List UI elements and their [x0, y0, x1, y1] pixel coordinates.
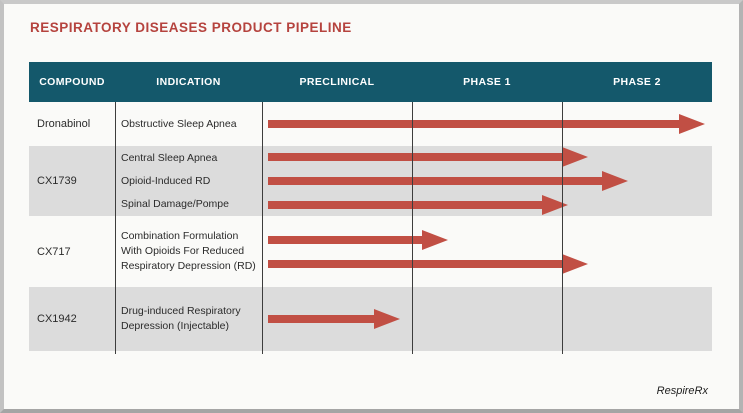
indication-text: Central Sleep Apnea	[121, 151, 218, 164]
column-divider	[412, 102, 413, 354]
progress-arrow	[268, 229, 448, 250]
pipeline-row: CX717 Combination Formulation With Opioid…	[29, 216, 712, 287]
page-title: RESPIRATORY DISEASES PRODUCT PIPELINE	[30, 20, 352, 35]
indication-text: Drug-induced Respiratory Depression (Inj…	[121, 305, 241, 332]
arrow-head	[601, 171, 628, 191]
arrow-head	[561, 253, 588, 274]
stage-area	[262, 216, 712, 287]
stage-area	[262, 146, 712, 216]
arrow-shaft	[268, 259, 562, 268]
arrow-head	[421, 229, 448, 250]
progress-arrow	[268, 195, 568, 215]
company-logo-text: RespireRx	[656, 385, 708, 397]
column-divider	[262, 102, 263, 354]
pipeline-row: Dronabinol Obstructive Sleep Apnea	[29, 102, 712, 146]
arrow-shaft	[268, 120, 679, 128]
compound-cell: CX1942	[37, 313, 77, 325]
indication-cell: Combination Formulation With Opioids For…	[115, 216, 262, 287]
stage-area	[262, 102, 712, 146]
indication-text: Opioid-Induced RD	[121, 174, 211, 187]
arrow-shaft	[268, 201, 542, 209]
arrow-head	[542, 195, 568, 215]
arrow-shaft	[268, 315, 375, 323]
column-divider	[115, 102, 116, 354]
indication-cell: Obstructive Sleep Apnea	[115, 102, 262, 146]
indication-text: Spinal Damage/Pompe	[121, 197, 229, 210]
arrow-shaft	[268, 177, 602, 185]
indication-text: Obstructive Sleep Apnea	[121, 117, 237, 130]
progress-arrow	[268, 309, 401, 329]
column-header-preclinical: PRECLINICAL	[299, 76, 375, 88]
arrow-head	[678, 114, 705, 134]
table-header-row: COMPOUND INDICATION PRECLINICAL PHASE 1 …	[29, 62, 712, 102]
column-header-phase1: PHASE 1	[463, 76, 511, 88]
progress-arrow	[268, 114, 705, 134]
arrow-head	[374, 309, 401, 329]
pipeline-table: COMPOUND INDICATION PRECLINICAL PHASE 1 …	[29, 62, 712, 357]
progress-arrow	[268, 171, 628, 191]
indication-text: Combination Formulation With Opioids For…	[121, 230, 256, 272]
progress-arrow	[268, 253, 588, 274]
compound-cell: Dronabinol	[37, 118, 91, 130]
compound-cell: CX717	[37, 245, 71, 258]
column-header-compound: COMPOUND	[39, 76, 105, 88]
arrow-shaft	[268, 153, 562, 161]
column-header-phase2: PHASE 2	[613, 76, 661, 88]
arrow-head	[561, 147, 588, 167]
indication-cell: Drug-induced Respiratory Depression (Inj…	[115, 287, 262, 351]
pipeline-row: CX1942 Drug-induced Respiratory Depressio…	[29, 287, 712, 351]
progress-arrow	[268, 147, 588, 167]
stage-area	[262, 287, 712, 351]
compound-cell: CX1739	[37, 175, 77, 187]
arrow-shaft	[268, 235, 422, 244]
column-header-indication: INDICATION	[156, 76, 221, 88]
column-divider	[562, 102, 563, 354]
